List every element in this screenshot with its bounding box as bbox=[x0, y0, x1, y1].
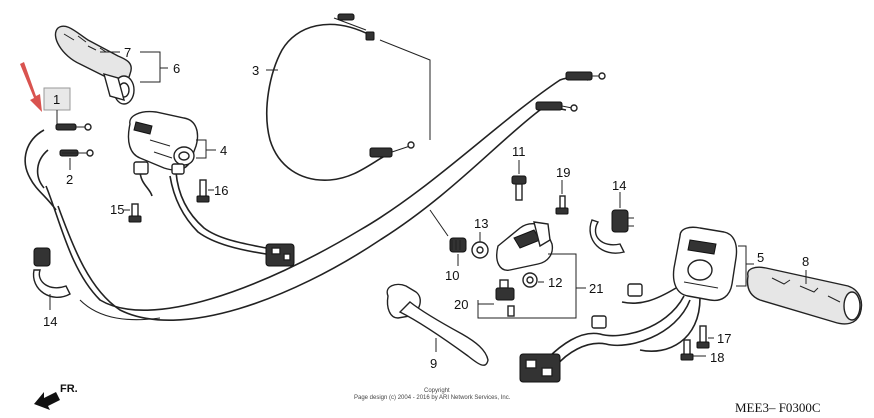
callout-5: 5 bbox=[757, 250, 764, 265]
left-switch-harness[interactable] bbox=[133, 161, 295, 267]
callout-2: 2 bbox=[66, 172, 73, 187]
callout-13: 13 bbox=[474, 216, 488, 231]
pivot-bolt-11[interactable] bbox=[511, 175, 527, 201]
callout-17: 17 bbox=[717, 331, 731, 346]
callout-11: 11 bbox=[512, 144, 526, 159]
callout-10: 10 bbox=[445, 268, 459, 283]
callout-16: 16 bbox=[214, 183, 228, 198]
callout-1: 1 bbox=[53, 92, 60, 107]
callout-3: 3 bbox=[252, 63, 259, 78]
callout-6: 6 bbox=[173, 61, 180, 76]
clutch-switch-20[interactable] bbox=[495, 279, 515, 317]
callout-14a: 14 bbox=[43, 314, 57, 329]
throttle-cable-ends[interactable] bbox=[24, 123, 94, 211]
left-switch-housing[interactable] bbox=[127, 110, 199, 171]
highlight-arrow bbox=[20, 62, 42, 112]
callout-14b: 14 bbox=[612, 178, 626, 193]
bolt-17[interactable] bbox=[696, 325, 710, 349]
nut-12[interactable] bbox=[522, 272, 538, 288]
lever-holder-21[interactable] bbox=[496, 221, 554, 271]
wire-clip-left[interactable] bbox=[32, 247, 71, 299]
screw-19[interactable] bbox=[555, 195, 569, 215]
callout-12: 12 bbox=[548, 275, 562, 290]
callout-7: 7 bbox=[124, 45, 131, 60]
right-switch-harness[interactable] bbox=[519, 283, 701, 383]
throttle-cable-top-ends[interactable] bbox=[535, 71, 606, 112]
throttle-cable-a[interactable] bbox=[45, 76, 589, 311]
diagram-code: MEE3– F0300C bbox=[735, 400, 821, 415]
copyright-line-1: Copyright bbox=[424, 388, 450, 394]
wire-clip-right[interactable] bbox=[589, 209, 634, 254]
clutch-lever-9[interactable] bbox=[386, 283, 489, 366]
front-direction-indicator bbox=[34, 392, 60, 410]
throttle-grip[interactable] bbox=[54, 25, 135, 105]
leader-6 bbox=[140, 51, 168, 83]
callout-19: 19 bbox=[556, 165, 570, 180]
right-switch-housing[interactable] bbox=[672, 226, 738, 302]
callout-20: 20 bbox=[454, 297, 468, 312]
clutch-cable[interactable] bbox=[265, 13, 415, 181]
bolt-15[interactable] bbox=[128, 203, 142, 223]
bolt-16[interactable] bbox=[196, 179, 210, 203]
callout-18: 18 bbox=[710, 350, 724, 365]
callout-4: 4 bbox=[220, 143, 227, 158]
callout-21: 21 bbox=[589, 281, 603, 296]
lock-nut-13[interactable] bbox=[471, 241, 489, 259]
bolt-18[interactable] bbox=[680, 339, 694, 361]
callout-9: 9 bbox=[430, 356, 437, 371]
copyright-line-2: Page design (c) 2004 - 2016 by ARI Netwo… bbox=[354, 395, 511, 401]
callout-15: 15 bbox=[110, 202, 124, 217]
right-grip-8[interactable] bbox=[746, 266, 863, 325]
front-label: FR. bbox=[60, 383, 78, 395]
callout-8: 8 bbox=[802, 254, 809, 269]
cable-adjuster-10[interactable] bbox=[449, 237, 467, 253]
